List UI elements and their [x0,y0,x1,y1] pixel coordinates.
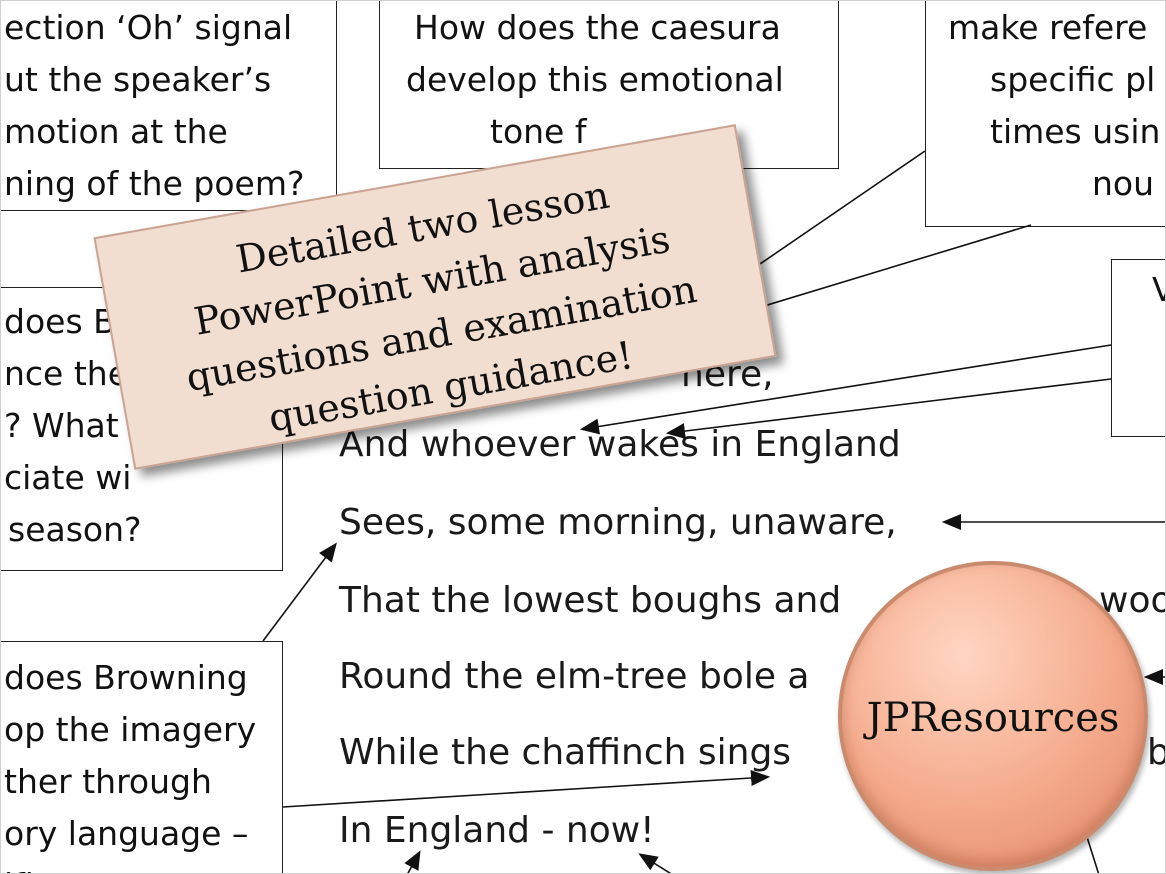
question-line: op the imagery [4,710,257,749]
question-box-mid-right: V [1111,259,1165,437]
question-line: does Browning [4,658,248,697]
connector-line [740,150,926,278]
question-line: ific [4,860,52,873]
brand-badge: JPResources [838,561,1148,871]
poem-line-tail: b [1147,733,1165,773]
question-line: make refere [948,8,1148,47]
question-line: does B [4,302,116,341]
question-line: times usin [990,112,1161,151]
question-line: motion at the [4,112,228,151]
question-line: tone f [490,112,587,151]
question-line: ther through [4,762,212,801]
poem-line: That the lowest boughs and [339,580,842,621]
connector-arrow [638,853,672,873]
question-line: ory language – [4,814,249,853]
question-line: V [1152,264,1165,316]
question-line: ning of the poem? [4,164,305,203]
connector-line [740,224,1032,314]
poem-line: And whoever wakes in England [339,424,901,465]
question-box-bottom-left: does Browning op the imagery ther throug… [1,641,283,873]
question-line: season? [8,510,142,549]
question-line: ection ‘Oh’ signal [4,8,293,47]
connector-arrow [579,344,1112,435]
poem-line: While the chaffinch sings [339,732,792,773]
question-line: nou [1092,164,1155,203]
question-box-top-middle: How does the caesura develop this emotio… [379,1,839,169]
poem-line: Round the elm-tree bole a [339,656,810,697]
poem-line: Sees, some morning, unaware, [339,502,897,543]
brand-label: JPResources [866,695,1120,741]
question-box-top-left: ection ‘Oh’ signal ut the speaker’s moti… [1,1,337,211]
question-line: develop this emotional [406,60,784,99]
question-line: ? What [4,406,119,445]
question-box-top-right: make refere specific pl times usin nou [925,1,1165,227]
connector-arrow [404,850,421,873]
question-line: How does the caesura [414,8,781,47]
connector-line [1086,836,1100,873]
question-line: ciate wi [4,458,132,497]
connector-arrow [262,542,337,642]
poem-line: In England - now! [339,810,655,851]
question-line: nce the [4,354,129,393]
connector-arrow [665,378,1112,440]
connector-arrow [282,770,771,808]
question-line: specific pl [990,60,1156,99]
question-line: ut the speaker’s [4,60,272,99]
